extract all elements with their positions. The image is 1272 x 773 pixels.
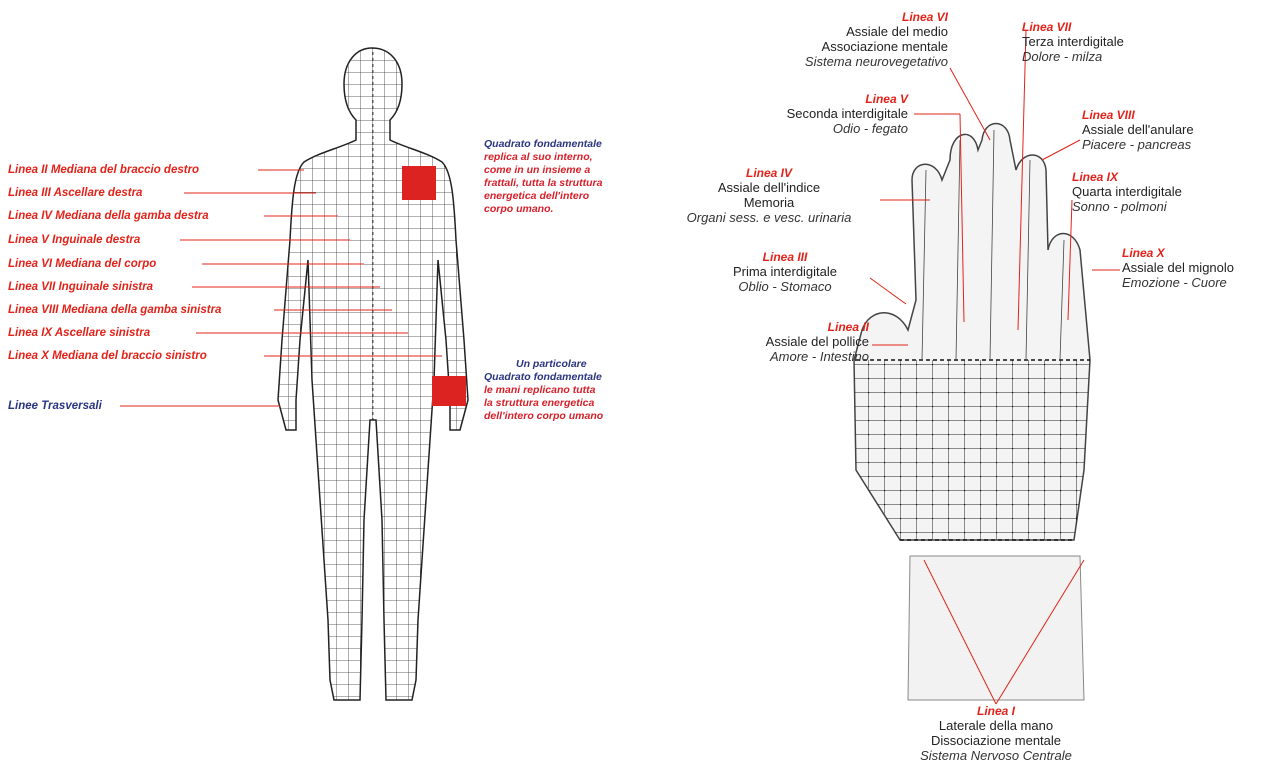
note1-line5: energetica dell'intero <box>484 190 602 203</box>
fundamental-square-hand <box>432 376 466 406</box>
hand-linea-8: Linea VIII Assiale dell'anulare Piacere … <box>1082 108 1194 152</box>
label-linee-trasversali: Linee Trasversali <box>8 400 102 412</box>
note1-line4: frattali, tutta la struttura <box>484 177 602 190</box>
note2-line3: le mani replicano tutta <box>484 384 603 397</box>
note2-line5: dell'intero corpo umano <box>484 410 603 423</box>
hand-linea-4: Linea IV Assiale dell'indice Memoria Org… <box>662 166 876 225</box>
note1-line1: Quadrato fondamentale <box>484 138 602 151</box>
hand-linea-10: Linea X Assiale del mignolo Emozione - C… <box>1122 246 1234 290</box>
note2-line4: la struttura energetica <box>484 397 603 410</box>
hand-diagram-panel: Linea VI Assiale del medio Associazione … <box>660 0 1272 773</box>
label-linea-9: Linea IX Ascellare sinistra <box>8 327 150 339</box>
hand-linea-9: Linea IX Quarta interdigitale Sonno - po… <box>1072 170 1182 214</box>
label-linea-4: Linea IV Mediana della gamba destra <box>8 210 209 222</box>
fundamental-square-shoulder <box>402 166 436 200</box>
note1-line2: replica al suo interno, <box>484 151 602 164</box>
note2-line2: Quadrato fondamentale <box>484 371 603 384</box>
label-linea-5: Linea V Inguinale destra <box>8 234 140 246</box>
note2-line1: Un particolare <box>484 358 603 371</box>
note1-line3: come in un insieme a <box>484 164 602 177</box>
hand-linea-6: Linea VI Assiale del medio Associazione … <box>805 10 948 69</box>
label-linea-8: Linea VIII Mediana della gamba sinistra <box>8 304 221 316</box>
label-linea-7: Linea VII Inguinale sinistra <box>8 281 153 293</box>
hand-linea-3: Linea III Prima interdigitale Oblio - St… <box>710 250 860 294</box>
label-linea-6: Linea VI Mediana del corpo <box>8 258 156 270</box>
note-hands: Un particolare Quadrato fondamentale le … <box>484 358 603 423</box>
body-diagram-panel: Linea II Mediana del braccio destro Line… <box>0 0 660 773</box>
hand-linea-5: Linea V Seconda interdigitale Odio - feg… <box>787 92 908 136</box>
note-fundamental-square: Quadrato fondamentale replica al suo int… <box>484 138 602 216</box>
label-linea-3: Linea III Ascellare destra <box>8 187 142 199</box>
note1-line6: corpo umano. <box>484 203 602 216</box>
label-linea-10: Linea X Mediana del braccio sinistro <box>8 350 207 362</box>
hand-linea-7: Linea VII Terza interdigitale Dolore - m… <box>1022 20 1124 64</box>
hand-linea-2: Linea II Assiale del pollice Amore - Int… <box>766 320 869 364</box>
label-linea-2: Linea II Mediana del braccio destro <box>8 164 199 176</box>
hand-linea-1: Linea I Laterale della mano Dissociazion… <box>896 704 1096 763</box>
